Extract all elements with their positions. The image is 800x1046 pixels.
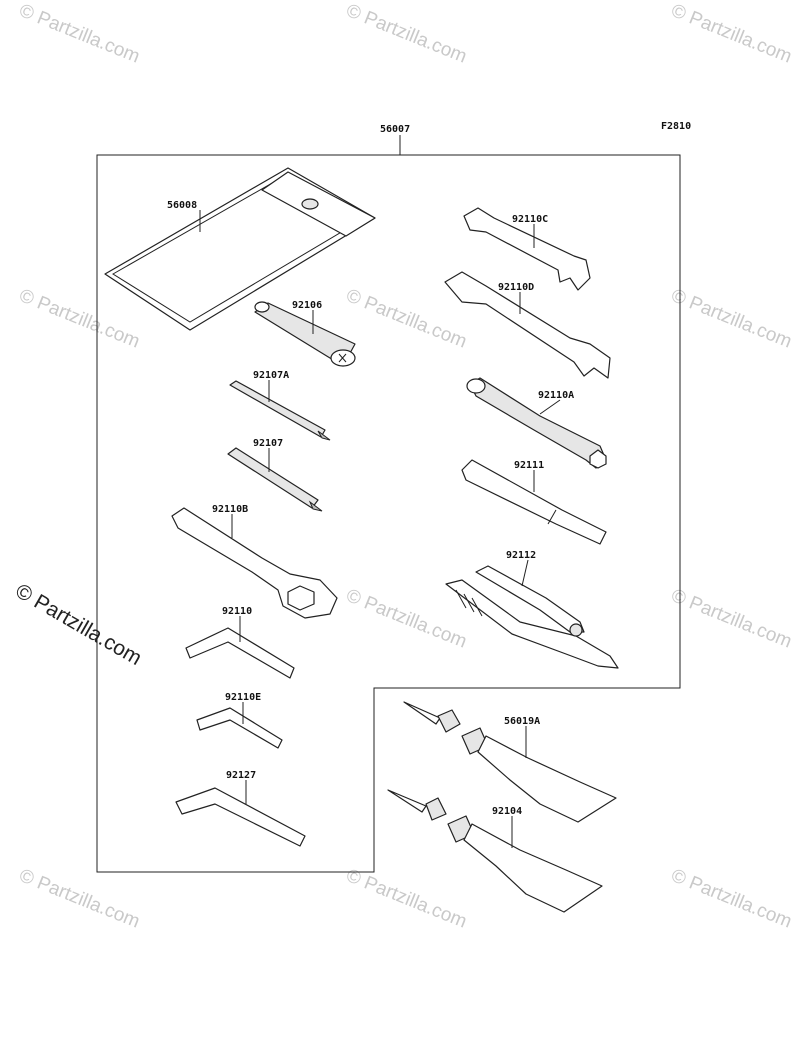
watermark: © Partzilla.com: [668, 285, 795, 352]
part-label-92111: 92111: [514, 460, 544, 471]
watermark: © Partzilla.com: [16, 285, 143, 352]
watermark-layer: © Partzilla.com © Partzilla.com © Partzi…: [12, 0, 795, 932]
sealant-tube-icon: [387, 789, 603, 913]
watermark: © Partzilla.com: [668, 585, 795, 652]
watermark: © Partzilla.com: [343, 865, 470, 932]
part-label-56007: 56007: [380, 124, 410, 135]
watermark: © Partzilla.com: [343, 285, 470, 352]
watermark: © Partzilla.com: [668, 0, 795, 67]
pliers-icon: [445, 565, 619, 669]
part-label-92110B: 92110B: [212, 504, 248, 515]
part-label-92127: 92127: [226, 770, 256, 781]
part-label-92112: 92112: [506, 550, 536, 561]
grease-tube-icon: [403, 701, 617, 823]
hex-key-small-icon: [196, 707, 283, 749]
part-label-92110A: 92110A: [538, 390, 574, 401]
box-wrench-icon: [171, 507, 338, 619]
open-wrench-small-icon: [463, 207, 591, 291]
part-label-92107: 92107: [253, 438, 283, 449]
watermark: © Partzilla.com: [16, 865, 143, 932]
watermark: © Partzilla.com: [16, 0, 143, 67]
open-wrench-large-icon: [444, 271, 611, 379]
part-label-56019A: 56019A: [504, 716, 540, 727]
part-label-92110: 92110: [222, 606, 252, 617]
figure-code: F2810: [661, 121, 691, 132]
watermark-strong: © Partzilla.com: [12, 579, 146, 670]
part-label-92110C: 92110C: [512, 214, 548, 225]
plug-wrench-icon: [466, 377, 607, 469]
screwdriver-bit-a-icon: [229, 380, 331, 441]
watermark: © Partzilla.com: [668, 865, 795, 932]
kit-outline: 56007: [96, 124, 681, 873]
part-label-92107A: 92107A: [253, 370, 289, 381]
watermark: © Partzilla.com: [343, 585, 470, 652]
watermark: © Partzilla.com: [343, 0, 470, 67]
hex-key-large-icon: [185, 627, 295, 679]
part-label-92106: 92106: [292, 300, 322, 311]
tool-bag-icon: [104, 167, 376, 331]
part-label-92104: 92104: [492, 806, 522, 817]
socket-adapter-icon: [254, 301, 356, 367]
part-label-92110D: 92110D: [498, 282, 534, 293]
screwdriver-handle-icon: [461, 459, 607, 545]
screwdriver-bit-icon: [227, 447, 323, 512]
part-label-92110E: 92110E: [225, 692, 261, 703]
hex-key-medium-icon: [175, 787, 306, 847]
part-label-56008: 56008: [167, 200, 197, 211]
